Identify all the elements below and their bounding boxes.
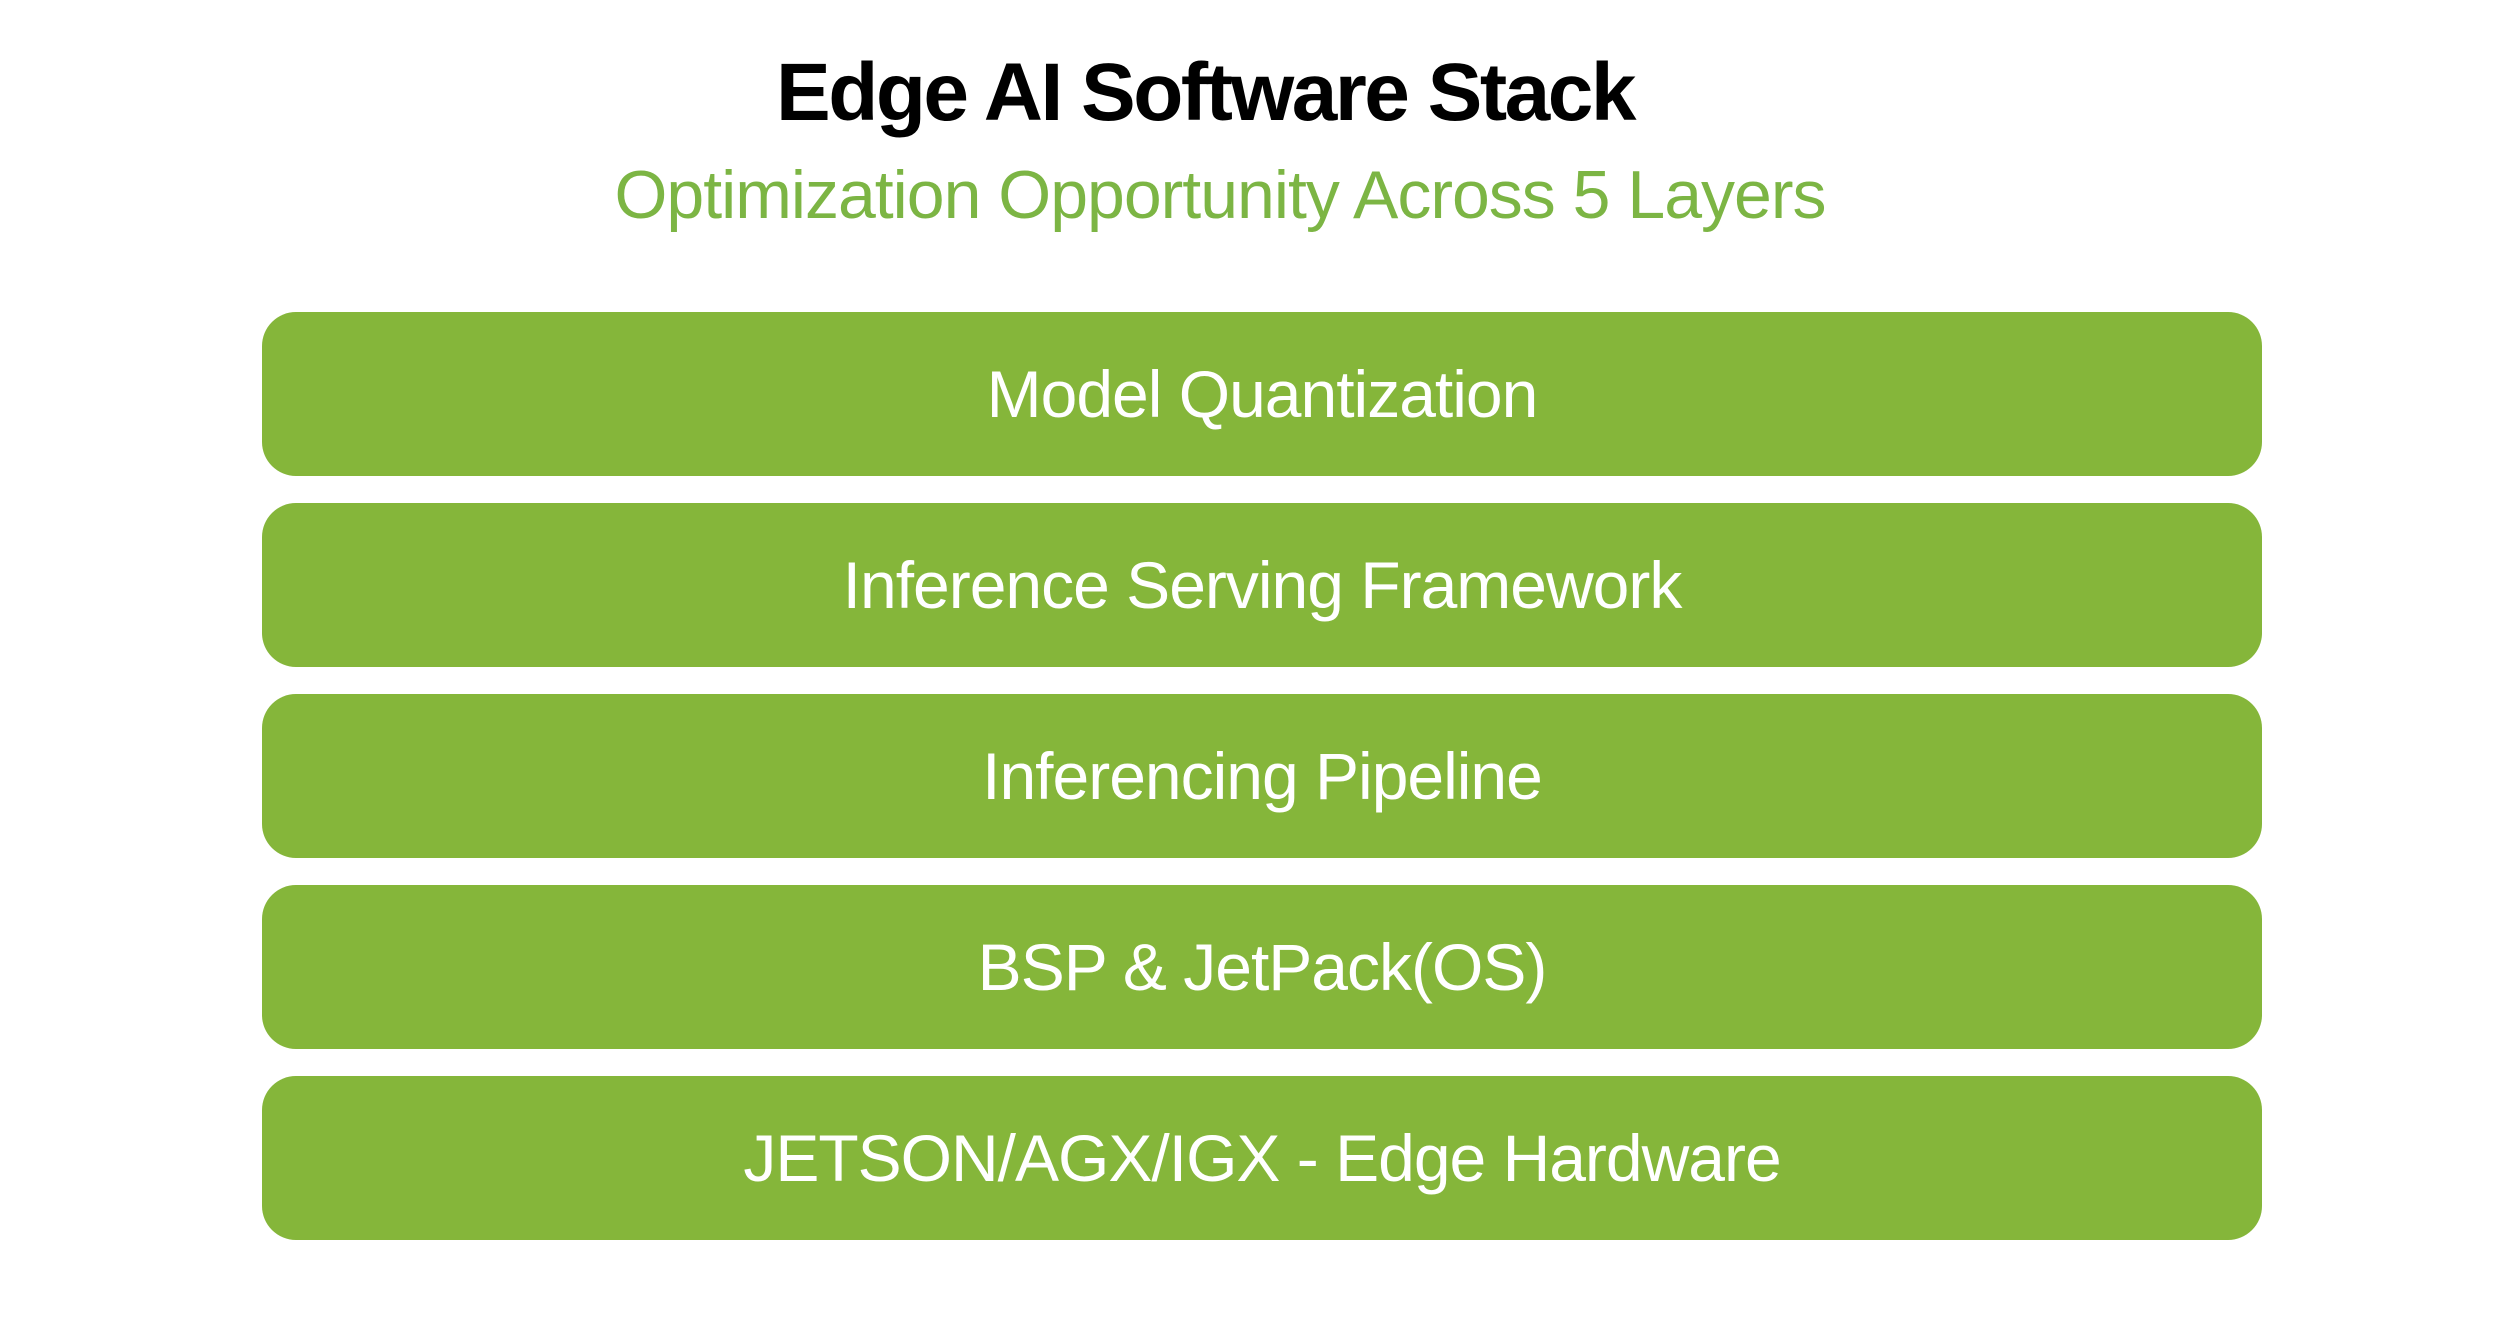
stack-layer-label: Inference Serving Framework <box>842 548 1683 622</box>
stack-layer-inference-serving-framework: Inference Serving Framework <box>262 503 2262 667</box>
page-subtitle: Optimization Opportunity Across 5 Layers <box>614 157 1827 233</box>
stack-layer-jetson-agx-igx-edge-hardware: JETSON/AGX/IGX - Edge Hardware <box>262 1076 2262 1240</box>
stack-layer-label: BSP & JetPack(OS) <box>977 930 1548 1004</box>
stack-layer-label: JETSON/AGX/IGX - Edge Hardware <box>743 1121 1781 1195</box>
stack-layer-bsp-jetpack-os: BSP & JetPack(OS) <box>262 885 2262 1049</box>
stack-layer-inferencing-pipeline: Inferencing Pipeline <box>262 694 2262 858</box>
page-title: Edge AI Software Stack <box>776 47 1636 138</box>
stack-layer-label: Model Quantization <box>986 357 1539 431</box>
stack-layer-label: Inferencing Pipeline <box>982 739 1543 813</box>
stack-layer-model-quantization: Model Quantization <box>262 312 2262 476</box>
software-stack-diagram: Model Quantization Inference Serving Fra… <box>262 312 2262 1240</box>
